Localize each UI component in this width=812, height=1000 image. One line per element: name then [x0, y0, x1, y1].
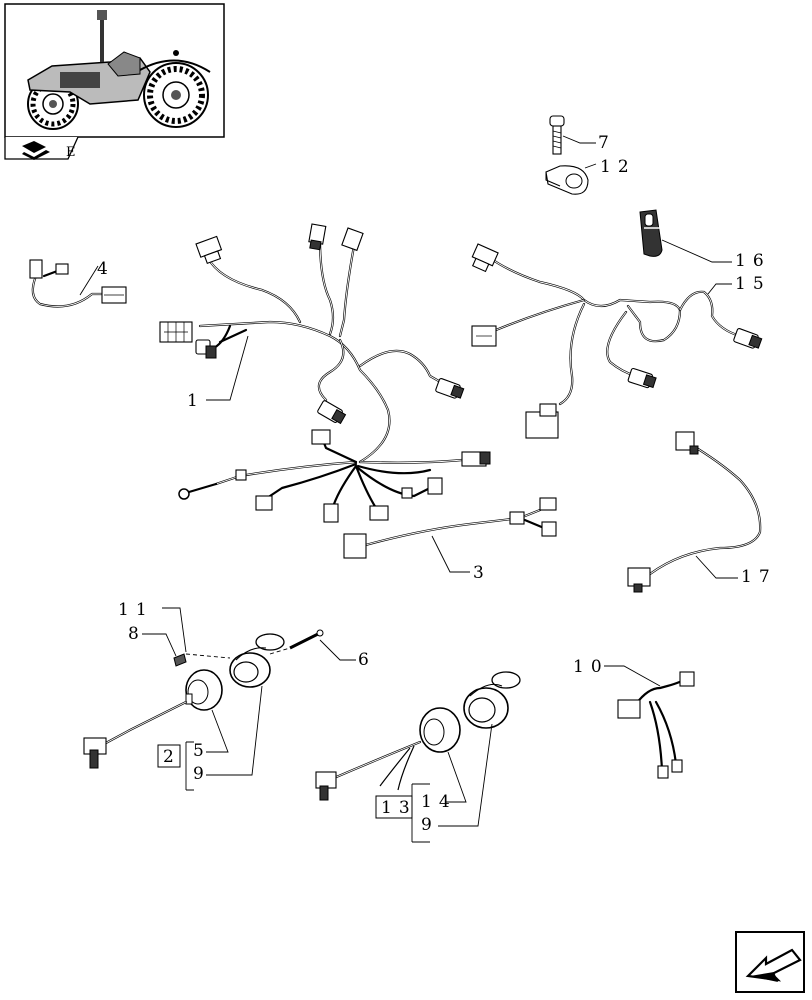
group-left-box-number: 2 — [163, 747, 181, 767]
callout-12: 12 — [600, 157, 636, 177]
callout-5: 5 — [193, 741, 211, 761]
rotary-switch-right — [315, 671, 521, 801]
main-harness-part-1 — [159, 223, 491, 523]
group-label-left: 2 5 9 — [157, 685, 263, 791]
callout-3: 3 — [473, 563, 491, 583]
callout-16: 16 — [735, 251, 771, 271]
callout-6: 6 — [358, 650, 376, 670]
book-page-icon — [22, 141, 50, 160]
group-label-right: 13 14 9 — [375, 723, 493, 843]
callout-4: 4 — [97, 259, 115, 279]
callout-17: 17 — [741, 567, 777, 587]
callout-10: 10 — [573, 657, 609, 677]
bolt-part-7 — [549, 115, 565, 155]
cable-clip-part-12 — [545, 165, 589, 195]
harness-part-4 — [29, 259, 127, 308]
callout-14: 14 — [421, 792, 457, 812]
group-right-box-number: 13 — [381, 798, 417, 818]
rotary-switch-left — [83, 629, 324, 769]
harness-part-17 — [627, 431, 762, 593]
thumbnail-tag: E — [4, 136, 79, 160]
thumbnail-tag-suffix: E — [66, 145, 76, 160]
callout-11: 11 — [118, 600, 154, 620]
callout-15: 15 — [735, 274, 771, 294]
callout-9-right: 9 — [421, 815, 439, 835]
clamp-part-16 — [639, 209, 663, 257]
harness-part-10 — [617, 671, 695, 779]
next-page-arrow-icon[interactable] — [735, 931, 805, 993]
tractor-thumbnail — [4, 3, 225, 138]
harness-part-3 — [343, 497, 557, 559]
harness-part-15 — [471, 243, 763, 439]
callout-1: 1 — [187, 391, 205, 411]
callout-7: 7 — [598, 133, 616, 153]
callout-8: 8 — [128, 624, 146, 644]
callout-9-left: 9 — [193, 764, 211, 784]
